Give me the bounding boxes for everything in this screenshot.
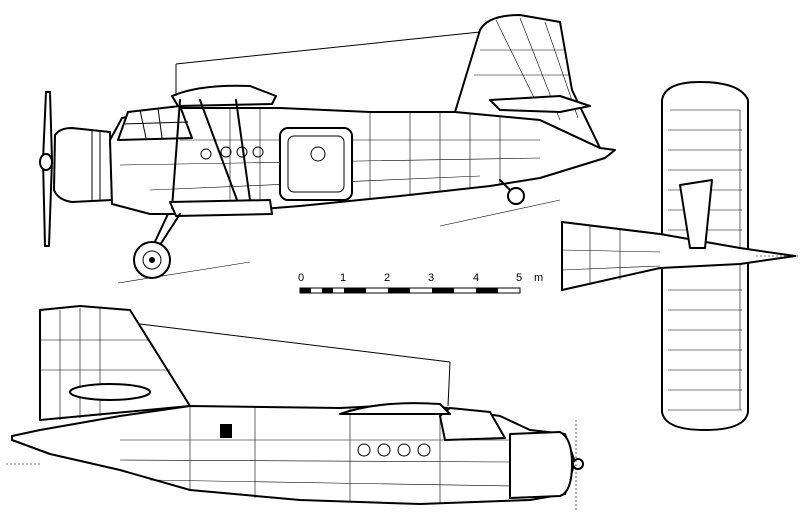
scale-bar: 0 1 2 3 4 5 m [298,272,543,294]
antenna-wire [175,31,481,65]
tail-fin [454,14,601,149]
scale-tick-0: 0 [298,272,304,284]
side-view-left [39,14,616,284]
cockpit-right-view [439,407,506,441]
propeller [39,91,53,247]
engine-cowling-right-view [509,431,573,499]
scale-unit: m [534,272,543,284]
scale-tick-3: 3 [428,272,434,284]
tail-wheel [499,179,525,205]
cargo-door [279,127,353,201]
scale-tick-2: 2 [384,272,390,284]
side-view-right [6,305,584,510]
wing-struts [171,99,251,209]
engine-cowling [53,127,113,203]
scale-tick-4: 4 [473,272,479,284]
scale-tick-5: 5 [516,272,522,284]
horizontal-stabilizer [489,95,591,113]
scale-tick-1: 1 [340,272,346,284]
main-landing-gear [133,213,181,279]
top-view-fin [679,179,713,249]
lower-wing [169,199,273,217]
top-view [561,81,800,431]
antenna-wire-right-view [139,323,451,363]
tail-fin-right-view [39,305,191,421]
tailplane-right-view [69,383,151,401]
cabin-windows-right-view [357,443,431,457]
upper-wing-root [171,84,277,107]
